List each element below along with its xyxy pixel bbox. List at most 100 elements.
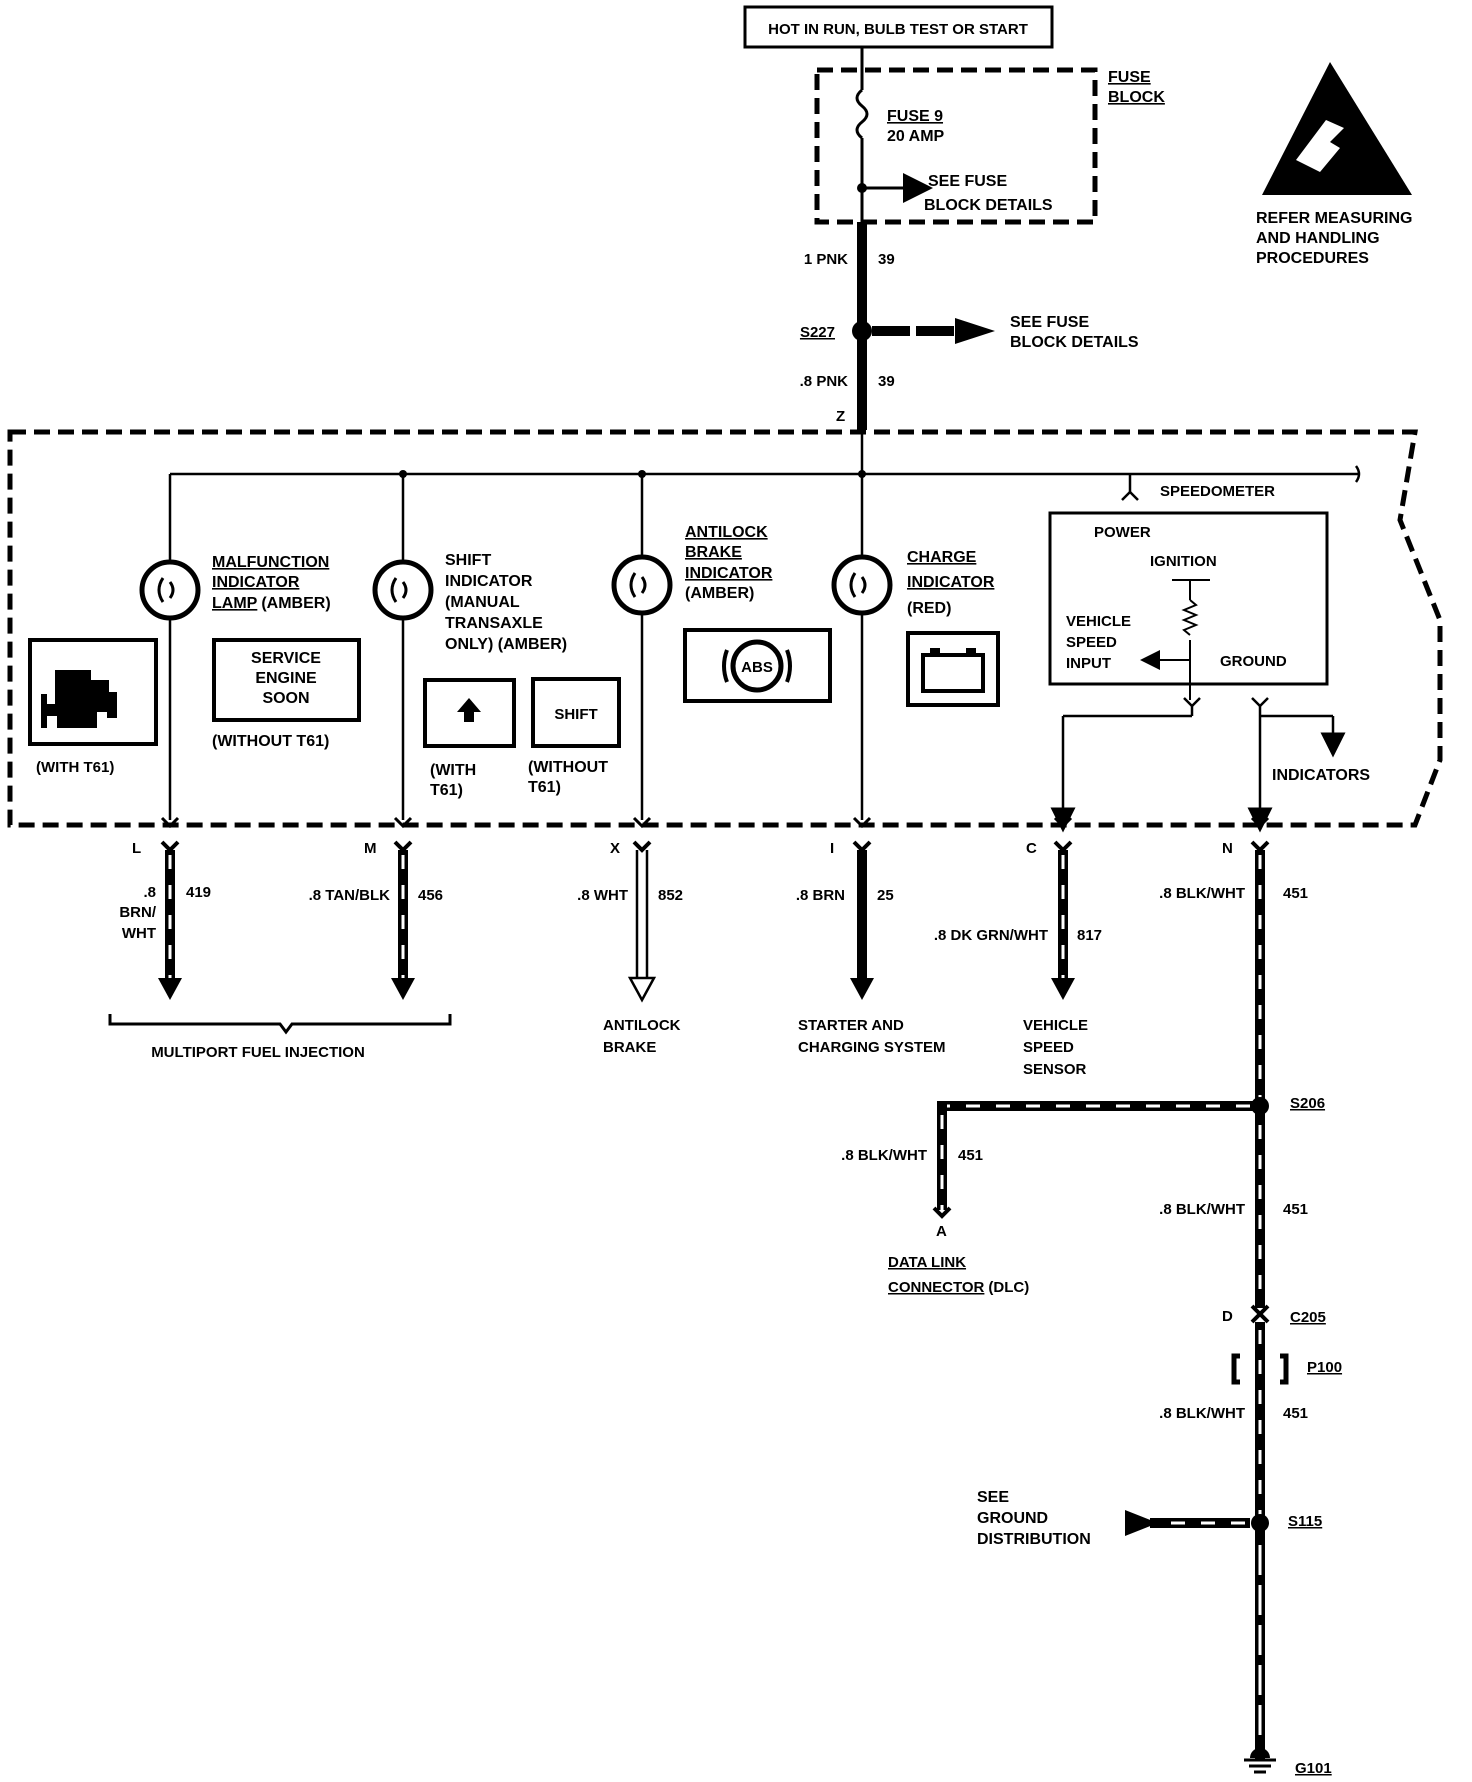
shift-box-label: SHIFT [554,706,597,723]
speedo-vsi-3: INPUT [1066,655,1111,672]
fuse-block: FUSE BLOCK FUSE 9 20 AMP SEE FUSE BLOCK … [814,47,1165,225]
mil-label-3: LAMP [212,595,258,612]
esd-line-1: REFER MEASURING [1256,210,1412,227]
pin-i: I [830,840,834,857]
shift-label-5: ONLY) (AMBER) [445,636,567,653]
wire-456-gauge: .8 TAN/BLK [309,887,391,904]
shift-with-2: T61) [430,782,463,799]
output-wire-419: L .8 BRN/ WHT 419 [119,840,211,1000]
abs-bulb [611,474,673,820]
dlc-pin: A [936,1223,947,1240]
abs-label-1: ANTILOCK [685,524,768,541]
shift-arrow-box: (WITH T61) [423,678,516,799]
mil-label-2: INDICATOR [212,574,300,591]
wire-419-gauge-1: .8 [143,884,156,901]
shift-label-2: INDICATOR [445,573,533,590]
feed-wire2-gauge: .8 PNK [800,373,849,390]
dlc-wire-gauge: .8 BLK/WHT [841,1147,927,1164]
abs-label-2: BRAKE [685,544,742,561]
shift-label-3: (MANUAL [445,594,520,611]
shift-label-1: SHIFT [445,552,491,569]
pin-n: N [1222,840,1233,857]
speedo-vsi-1: VEHICLE [1066,613,1131,630]
speedo-ground: GROUND [1220,653,1287,670]
feed-wire1-gauge: 1 PNK [804,251,848,268]
wire-852-gauge: .8 WHT [577,887,628,904]
feed-connector-pin: Z [836,408,845,425]
mil-bulb-icon [139,559,201,621]
power-source-label: HOT IN RUN, BULB TEST OR START [768,21,1028,38]
charging-dest-1: STARTER AND [798,1017,904,1034]
charge-label-2: INDICATOR [907,574,995,591]
indicators-label: INDICATORS [1272,767,1370,784]
vss-dest-3: SENSOR [1023,1061,1087,1078]
power-source-box: HOT IN RUN, BULB TEST OR START [743,5,1054,49]
mfi-bracket: MULTIPORT FUEL INJECTION [108,1014,452,1061]
fuse-9-icon [855,88,869,140]
wire-419-gauge-2: BRN/ [119,904,156,921]
ground-g101-label: G101 [1295,1760,1332,1777]
c205-label: C205 [1290,1309,1326,1326]
output-wire-817: C .8 DK GRN/WHT 817 VEHICLE SPEED SENSOR [934,840,1102,1078]
charge-color: (RED) [907,600,951,617]
mil-with-label: (WITH T61) [36,759,114,776]
splice-see-details-1: SEE FUSE [1010,314,1089,331]
speedo-ignition: IGNITION [1150,553,1217,570]
wire-817-gauge: .8 DK GRN/WHT [934,927,1048,944]
speedo-power: POWER [1094,524,1151,541]
c205-pin: D [1222,1308,1233,1325]
fuse-see-details-1: SEE FUSE [928,173,1007,190]
pin-c: C [1026,840,1037,857]
charge-label-1: CHARGE [907,549,977,566]
wire-419-gauge-3: WHT [122,925,156,942]
speedo-vsi-2: SPEED [1066,634,1117,651]
resistor-icon [1181,599,1199,636]
splice-see-details-2: BLOCK DETAILS [1010,334,1139,351]
output-wire-25: I .8 BRN 25 STARTER AND CHARGING SYSTEM [796,840,946,1056]
shift-bulb-icon [372,559,434,621]
mfi-label: MULTIPORT FUEL INJECTION [151,1044,365,1061]
splice-s115 [1251,1514,1269,1532]
dlc-suffix: (DLC) [988,1279,1029,1296]
wire-852-circuit: 852 [658,887,683,904]
vss-dest-1: VEHICLE [1023,1017,1088,1034]
p100-label: P100 [1307,1359,1342,1376]
wire-419-circuit: 419 [186,884,211,901]
ses-line-1: SERVICE [251,650,321,667]
fuse-block-title-1: FUSE [1108,69,1151,86]
abs-icon [730,639,784,693]
feed-circuit: 1 PNK 39 S227 SEE FUSE BLOCK DETAILS .8 … [800,222,1139,430]
abs-label-3: INDICATOR [685,565,773,582]
wire-b-circuit: 451 [1283,1405,1308,1422]
ses-without-label: (WITHOUT T61) [212,733,329,750]
charge-bulb [831,474,893,820]
vss-dest-2: SPEED [1023,1039,1074,1056]
ses-line-2: ENGINE [255,670,317,687]
abs-icon-text: ABS [741,659,773,676]
esd-line-2: AND HANDLING [1256,230,1380,247]
splice-s115-label: S115 [1288,1513,1322,1530]
wire-25-gauge: .8 BRN [796,887,845,904]
battery-box [906,631,1000,707]
output-wire-451: N .8 BLK/WHT 451 [1159,840,1308,1308]
fuse-block-title-2: BLOCK [1108,89,1165,106]
abs-bulb-icon [611,554,673,616]
svg-text:CONNECTOR(DLC): CONNECTOR(DLC) [888,1279,1029,1296]
see-ground-1: SEE [977,1489,1009,1506]
fuse-rating: 20 AMP [887,128,945,145]
shift-label-4: TRANSAXLE [445,615,543,632]
instrument-cluster-outline [7,429,1443,828]
wire-b-gauge: .8 BLK/WHT [1159,1405,1245,1422]
shift-bulb [372,474,434,820]
abs-dest-2: BRAKE [603,1039,656,1056]
mil-color: (AMBER) [261,595,330,612]
mil-engine-box: (WITH T61) [28,638,158,776]
dlc-wire-circuit: 451 [958,1147,983,1164]
dlc-label-2: CONNECTOR [888,1279,985,1296]
mil-label-1: MALFUNCTION [212,554,329,571]
speedometer-label: SPEEDOMETER [1160,483,1275,500]
pin-m: M [364,840,377,857]
wire-a-gauge: .8 BLK/WHT [1159,1201,1245,1218]
engine-icon [41,670,117,728]
esd-warning: REFER MEASURING AND HANDLING PROCEDURES [1256,62,1412,267]
